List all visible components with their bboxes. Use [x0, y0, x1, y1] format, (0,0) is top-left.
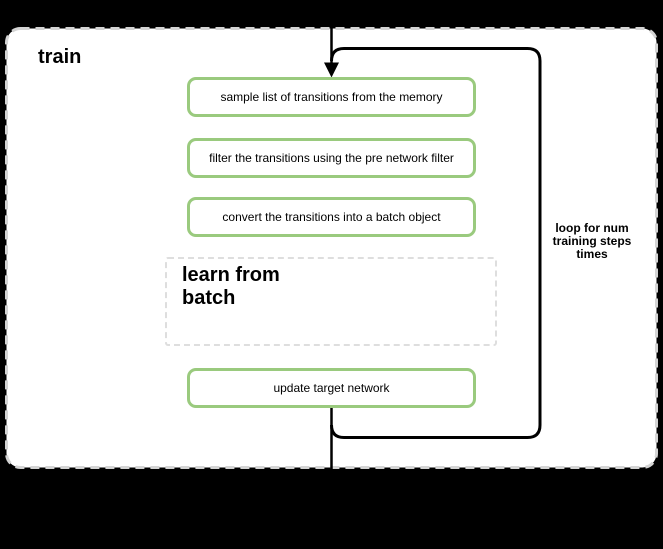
sub-activity-learn-from-batch: learn from batch	[165, 257, 497, 346]
sub-activity-label-line-2: batch	[182, 287, 236, 309]
activity-convert-to-batch: convert the transitions into a batch obj…	[187, 196, 476, 237]
activity-filter-transitions: filter the transitions using the pre net…	[187, 137, 476, 178]
activity-sample-transitions: sample list of transitions from the memo…	[187, 77, 476, 117]
loop-note-line-3: times	[576, 247, 608, 261]
frame-title: train	[38, 46, 82, 68]
activity-update-target-network: update target network	[187, 367, 476, 408]
loop-note-line-2: training steps	[552, 234, 632, 248]
flow-arrowhead-icon	[324, 62, 339, 78]
loop-note: loop for num training steps times	[544, 222, 640, 261]
loop-note-line-1: loop for num	[555, 221, 629, 235]
loop-back-path	[330, 47, 542, 439]
sub-activity-label-line-1: learn from	[182, 264, 280, 286]
